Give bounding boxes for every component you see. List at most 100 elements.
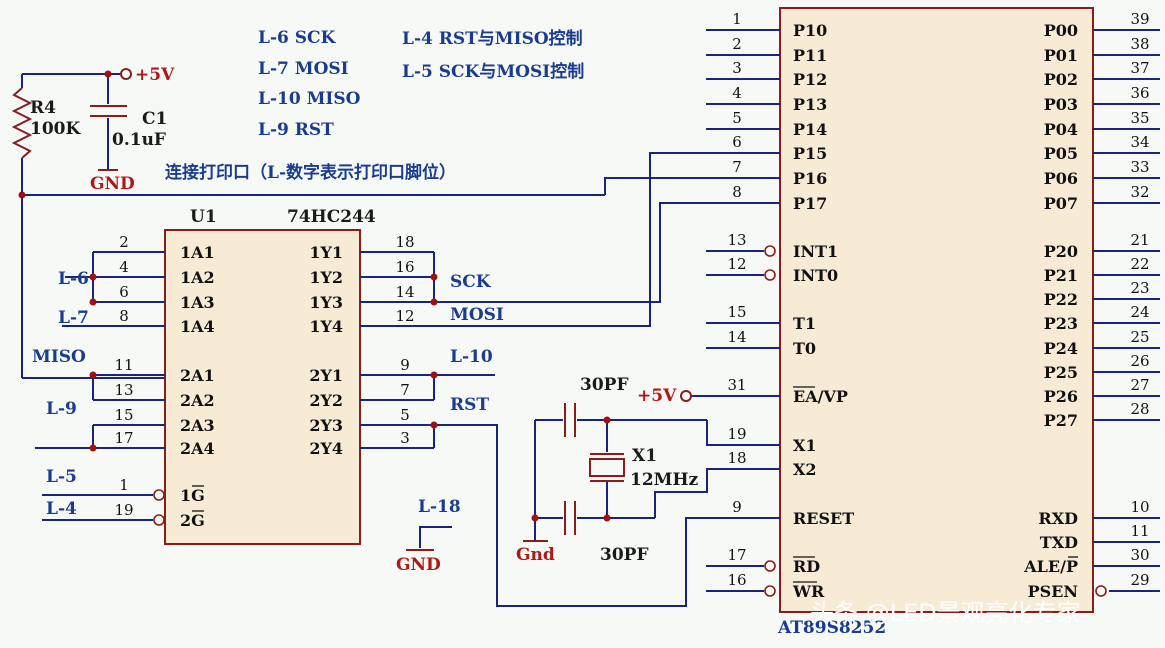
pin-number: 37 <box>1130 59 1149 77</box>
pin-name: 2Y2 <box>309 391 343 410</box>
pin-number: 31 <box>727 376 746 394</box>
note-printer-port: 连接打印口（L-数字表示打印口脚位） <box>165 162 456 183</box>
pin-number: 14 <box>395 283 414 301</box>
pin-number: 9 <box>400 356 410 374</box>
signal-l10: L-10 <box>450 347 493 367</box>
pin-name: 2A1 <box>180 366 215 385</box>
junction-dot <box>603 416 611 424</box>
pin-name: 2A3 <box>180 416 215 435</box>
pin-number: 38 <box>1130 35 1149 53</box>
pin-name: RXD <box>1038 509 1078 528</box>
pin-name: P01 <box>1044 46 1078 65</box>
junction-dot <box>104 70 112 78</box>
pin-number: 4 <box>119 258 129 276</box>
pin-name: RD <box>793 557 820 576</box>
pin-name: 2A4 <box>180 439 215 458</box>
junction-dot <box>18 191 26 199</box>
junction-dot <box>531 514 539 522</box>
pin-number: 6 <box>119 283 129 301</box>
c1-value: 0.1uF <box>112 130 166 150</box>
pin-name: P26 <box>1044 387 1078 406</box>
pin-number: 2 <box>732 35 742 53</box>
mcu-right-pins: 39P0038P0137P0236P0335P0434P0533P0632P07… <box>1023 10 1160 601</box>
pin-name: 1A2 <box>180 268 215 287</box>
pin-name: 1A3 <box>180 293 215 312</box>
pin-number: 1 <box>732 10 742 28</box>
pin-number: 18 <box>395 233 414 251</box>
pin-number: 13 <box>114 381 133 399</box>
pin-name: P12 <box>793 70 827 89</box>
crystal-symbol <box>564 403 625 535</box>
inversion-bubble <box>153 489 165 501</box>
pin-number: 17 <box>114 429 133 447</box>
pin-number: 25 <box>1130 328 1149 346</box>
pin-name: P07 <box>1044 194 1078 213</box>
pin-name: P11 <box>793 46 827 65</box>
inversion-bubble <box>153 514 165 526</box>
pin-name: P14 <box>793 120 827 139</box>
pin-name: T1 <box>793 314 816 333</box>
pin-number: 3 <box>732 59 742 77</box>
pin-name: 1Y3 <box>309 293 343 312</box>
u1-pin-1y2: 16 1Y2 <box>309 258 434 287</box>
pin-name: P02 <box>1044 70 1078 89</box>
pin-name: T0 <box>793 339 816 358</box>
signal-l6: L-6 <box>58 269 89 289</box>
power-terminal <box>680 390 692 402</box>
junction-dot <box>89 371 97 379</box>
pin-number: 35 <box>1130 109 1149 127</box>
pin-number: 8 <box>119 307 129 325</box>
pin-number: 8 <box>732 183 742 201</box>
cap-bottom-value: 30PF <box>600 545 649 565</box>
gnd-label: GND <box>90 174 135 194</box>
pin-name: INT1 <box>793 242 838 261</box>
u1-pin-1a3: 6 1A3 <box>93 283 215 312</box>
pin-number: 7 <box>732 158 742 176</box>
note-l9-rst: L-9 RST <box>258 120 334 140</box>
signal-l4: L-4 <box>46 499 77 519</box>
signal-l18: L-18 <box>418 497 461 517</box>
note-l5-control: L-5 SCK与MOSI控制 <box>402 61 584 82</box>
pin-name: P04 <box>1044 120 1078 139</box>
u1-part: 74HC244 <box>287 207 376 227</box>
pin-number: 19 <box>727 425 746 443</box>
u1-pin-1a2: 4 1A2 <box>93 258 215 287</box>
pin-name: P20 <box>1044 242 1078 261</box>
pin-name: P10 <box>793 21 827 40</box>
pin-number: 16 <box>395 258 414 276</box>
pin-name: 1G <box>180 486 205 505</box>
junction-dot <box>430 273 438 281</box>
pin-name: P05 <box>1044 144 1078 163</box>
pin-name: P00 <box>1044 21 1078 40</box>
pin-number: 34 <box>1130 133 1149 151</box>
pin-number: 32 <box>1130 183 1149 201</box>
inversion-bubble <box>1095 585 1107 597</box>
pin-name: PSEN <box>1028 582 1078 601</box>
pin-name: 2G <box>180 511 205 530</box>
pin-name: 1Y2 <box>309 268 343 287</box>
r4-value: 100K <box>30 119 81 139</box>
pin-number: 13 <box>727 231 746 249</box>
pin-name: 2A2 <box>180 391 215 410</box>
pin-number: 12 <box>727 255 746 273</box>
pin-number: 2 <box>119 233 129 251</box>
pin-name: 2Y4 <box>309 439 343 458</box>
u1-chip-body <box>164 229 361 545</box>
pin-number: 30 <box>1130 546 1149 564</box>
